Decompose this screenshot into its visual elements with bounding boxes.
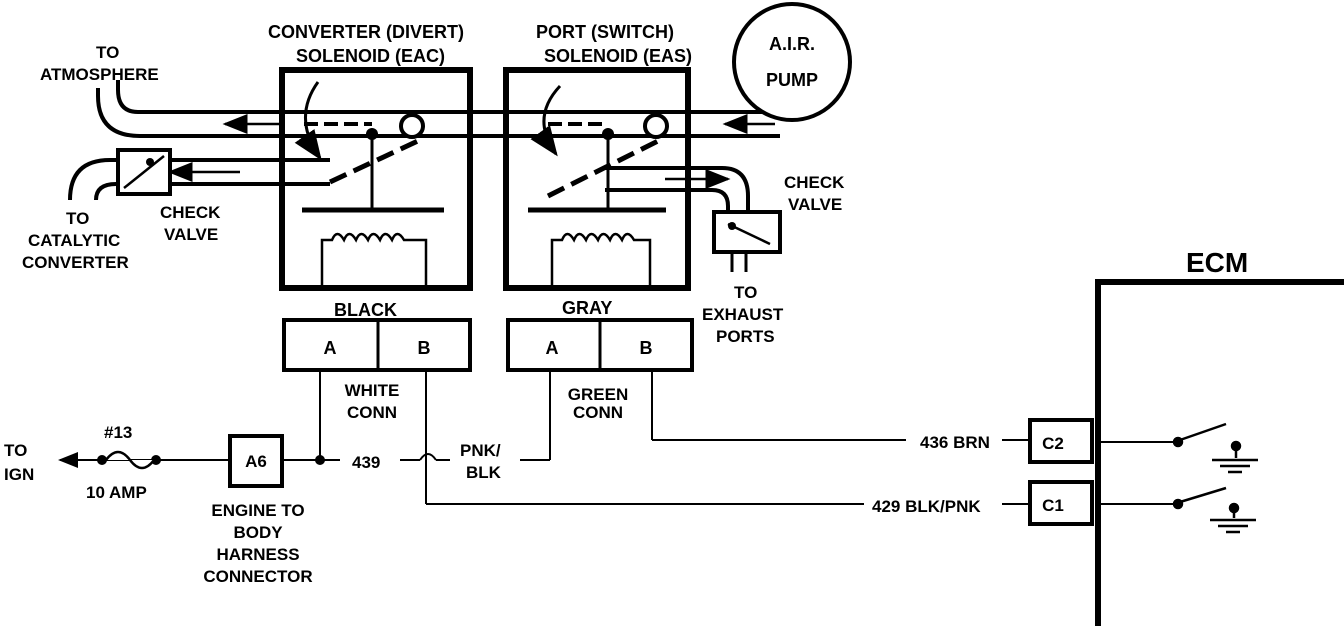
engine-conn-label-3: HARNESS [216,545,299,564]
port-title-2: SOLENOID (EAS) [544,46,692,66]
air-hoses [68,80,780,212]
engine-conn-label-1: ENGINE TO [211,501,304,520]
converter-solenoid: CONVERTER (DIVERT) SOLENOID (EAC) BLACK [268,22,473,320]
air-pump: A.I.R. PUMP [732,2,852,122]
converter-title-2: SOLENOID (EAC) [296,46,445,66]
fuse-13: #13 10 AMP [86,423,161,502]
to-cat-label-1: TO [66,209,89,228]
flow-arrows [167,114,775,189]
check-valve-right-label-2: VALVE [788,195,842,214]
wire-439-label: 439 [352,453,380,472]
check-valve-left-label-1: CHECK [160,203,221,222]
ecm-switch-c1 [1172,486,1256,534]
engine-conn-label-4: CONNECTOR [203,567,312,586]
ecm-title: ECM [1186,247,1248,278]
to-atmosphere-label-2: ATMOSPHERE [40,65,159,84]
engine-conn-label-2: BODY [233,523,283,542]
check-valve-left [116,148,172,196]
wire-436-label: 436 BRN [920,433,990,452]
white-connector: A B WHITE CONN [282,318,472,422]
connector-a6: A6 [228,434,284,488]
green-conn-label-2: CONN [573,403,623,422]
ecm-module: ECM C2 C1 [1028,247,1344,626]
ecm-pin-c2-label: C2 [1042,434,1064,453]
check-valve-right-label-1: CHECK [784,173,845,192]
converter-wire-color: BLACK [334,300,397,320]
ecm-pin-c1 [1028,480,1094,526]
port-title-1: PORT (SWITCH) [536,22,674,42]
to-cat-label-2: CATALYTIC [28,231,120,250]
ecm-pin-c1-label: C1 [1042,496,1064,515]
green-conn-pin-a: A [546,338,559,358]
green-conn-pin-b: B [640,338,653,358]
to-cat-label-3: CONVERTER [22,253,129,272]
to-atmosphere-label-1: TO [96,43,119,62]
to-ign-label-2: IGN [4,465,34,484]
air-pump-label-1: A.I.R. [769,34,815,54]
to-exhaust-label-2: EXHAUST [702,305,784,324]
check-valve-right [712,210,782,272]
check-valve-left-label-2: VALVE [164,225,218,244]
converter-title-1: CONVERTER (DIVERT) [268,22,464,42]
ecm-switch-c2 [1172,422,1258,474]
green-connector: A B GREEN CONN [506,318,694,422]
white-conn-label-2: CONN [347,403,397,422]
port-wire-color: GRAY [562,298,612,318]
pnk-blk-label-1: PNK/ [460,441,501,460]
fuse-rating-label: 10 AMP [86,483,147,502]
fuse-number-label: #13 [104,423,132,442]
wire-429-label: 429 BLK/PNK [872,497,981,516]
white-conn-label-1: WHITE [345,381,400,400]
white-conn-pin-b: B [418,338,431,358]
to-exhaust-label-1: TO [734,283,757,302]
ecm-pin-c2 [1028,418,1094,464]
pnk-blk-label-2: BLK [466,463,502,482]
splice-dot [315,455,325,465]
green-conn-label-1: GREEN [568,385,628,404]
to-ign-label-1: TO [4,441,27,460]
port-solenoid: PORT (SWITCH) SOLENOID (EAS) GRAY [503,22,692,318]
white-conn-pin-a: A [324,338,337,358]
connector-a6-label: A6 [245,452,267,471]
wires [58,370,1176,505]
air-pump-label-2: PUMP [766,70,818,90]
to-exhaust-label-3: PORTS [716,327,775,346]
